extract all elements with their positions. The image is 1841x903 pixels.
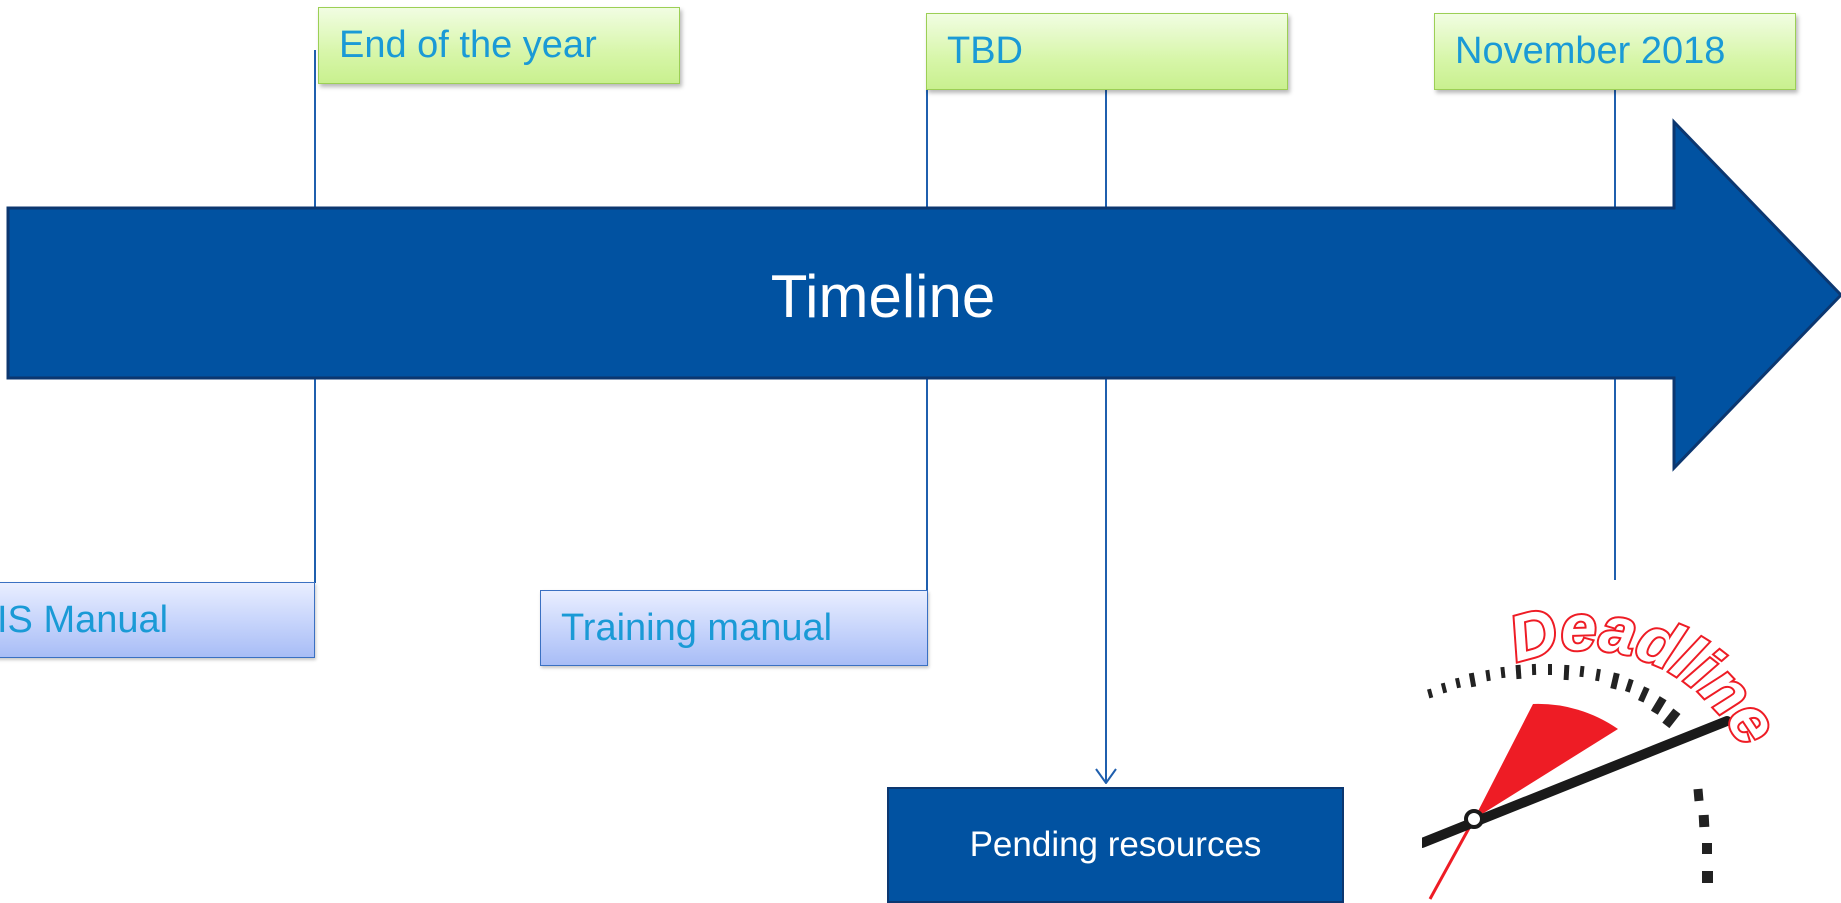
deadline-clock-image: Deadline <box>1422 603 1795 900</box>
timeline-arrow-shape <box>6 118 1841 472</box>
deliverable-is-manual: IS Manual <box>0 582 315 658</box>
deliverable-pending-resources: Pending resources <box>887 787 1344 903</box>
clock-pivot <box>1464 809 1484 829</box>
clock-tick-marks <box>1427 663 1713 883</box>
deadline-red-sector <box>1474 703 1618 819</box>
clock-hand-red <box>1428 818 1476 900</box>
milestone-end-of-year: End of the year <box>318 7 680 84</box>
timeline-label: Timeline <box>770 262 996 330</box>
milestone-tbd: TBD <box>926 13 1288 90</box>
deliverable-training-manual: Training manual <box>540 590 928 666</box>
milestone-november-2018: November 2018 <box>1434 13 1796 90</box>
